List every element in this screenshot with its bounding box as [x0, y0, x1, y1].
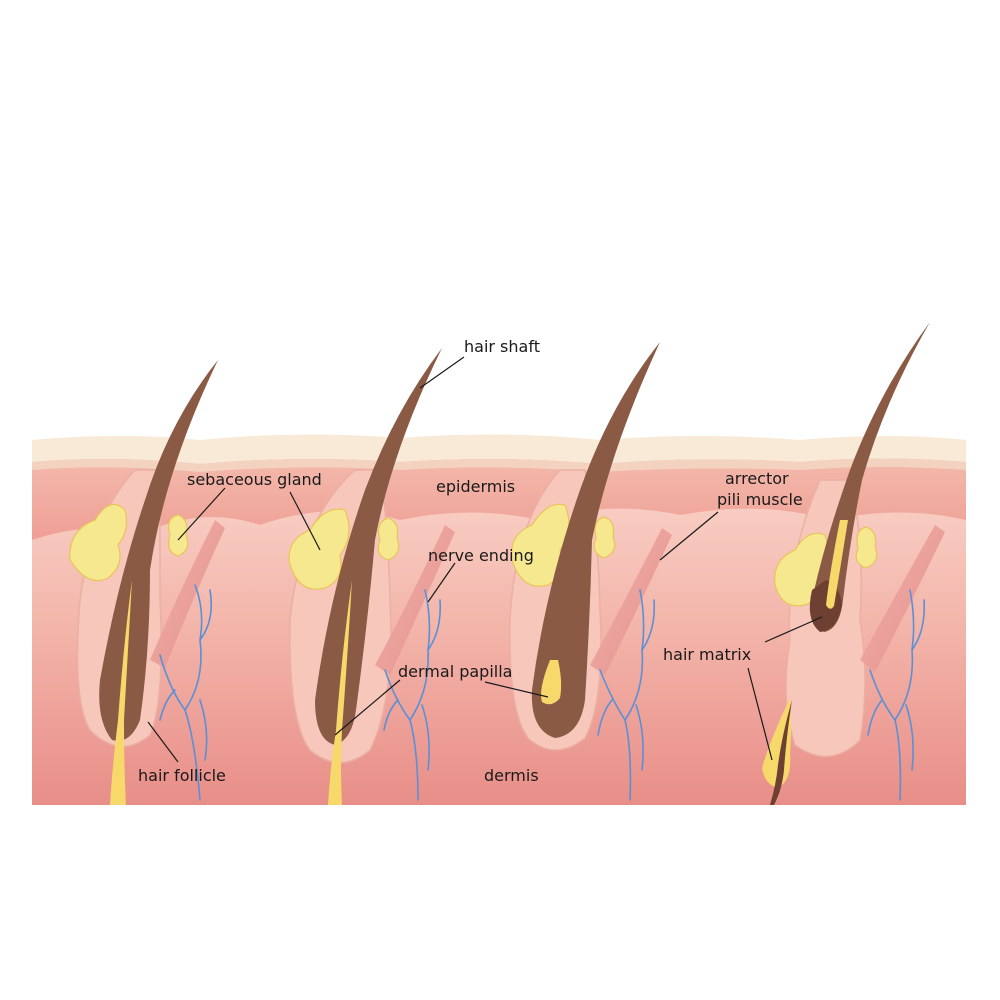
- epidermis-layer: [32, 450, 966, 540]
- leader-sebaceous-gland-b: [289, 491, 321, 551]
- leader-lines: [147, 356, 823, 763]
- hair-core-4: [826, 520, 848, 609]
- label-dermal-papilla: dermal papilla: [398, 662, 512, 681]
- leader-dermal-papilla-b: [484, 681, 549, 698]
- hair-shaft-3: [531, 342, 660, 738]
- hair-core-1: [110, 580, 132, 805]
- nerve-2: [383, 589, 442, 801]
- label-dermis: dermis: [484, 766, 539, 785]
- labels: hair shaft sebaceous gland epidermis arr…: [138, 337, 803, 785]
- leader-hair-shaft: [419, 356, 465, 389]
- hair-core-2: [328, 580, 352, 805]
- sebaceous-gland-3b: [593, 516, 616, 559]
- label-arrector-line1: arrector: [725, 469, 789, 488]
- leader-hair-matrix-a: [764, 616, 823, 643]
- leader-hair-follicle: [147, 721, 179, 763]
- label-arrector-line2: pili muscle: [717, 490, 803, 509]
- label-epidermis: epidermis: [436, 477, 515, 496]
- new-hair-shaft-4: [770, 700, 792, 805]
- dermal-papilla-3: [541, 660, 562, 705]
- label-hair-shaft: hair shaft: [464, 337, 540, 356]
- hair-unit-3: [509, 342, 672, 801]
- sebaceous-gland-4b: [855, 526, 878, 569]
- label-nerve-ending: nerve ending: [428, 546, 534, 565]
- hair-unit-1: [69, 360, 225, 805]
- label-hair-matrix: hair matrix: [663, 645, 751, 664]
- arrector-muscle-1: [150, 520, 225, 668]
- hair-shaft-1: [99, 360, 218, 741]
- sebaceous-gland-1b: [168, 514, 189, 557]
- sebaceous-gland-2b: [377, 517, 400, 561]
- sebaceous-gland-1a: [69, 503, 128, 582]
- leader-sebaceous-gland-a: [177, 487, 226, 541]
- leader-dermal-papilla-a: [334, 679, 401, 736]
- hair-unit-2: [288, 348, 455, 805]
- hair-unit-4: [762, 322, 945, 805]
- label-hair-follicle: hair follicle: [138, 766, 226, 785]
- label-sebaceous-gland: sebaceous gland: [187, 470, 322, 489]
- nerve-4: [867, 589, 926, 801]
- skin-surface-shadow: [32, 458, 966, 472]
- arrector-muscle-3: [590, 528, 672, 675]
- leader-arrector: [659, 511, 719, 561]
- nerve-1: [159, 584, 213, 801]
- leader-nerve-ending: [427, 562, 456, 603]
- skin-surface-layer: [32, 434, 966, 464]
- leader-hair-matrix-b: [747, 667, 773, 761]
- arrector-muscle-2: [375, 525, 455, 675]
- arrector-muscle-4: [860, 525, 945, 672]
- nerve-3: [597, 589, 656, 801]
